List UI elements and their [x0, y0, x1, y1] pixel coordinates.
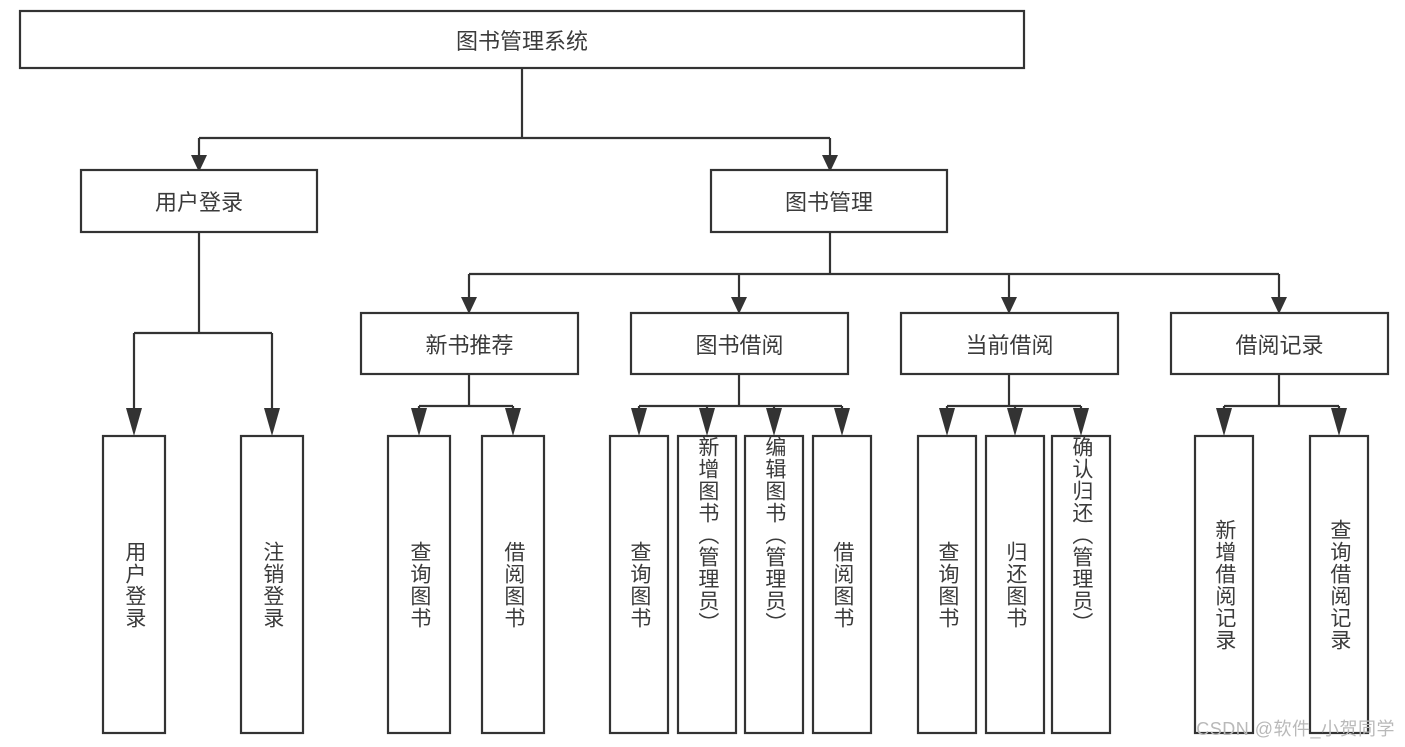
node-box-leaf-13[interactable] [1308, 434, 1370, 735]
node-box-leaf-7[interactable] [743, 434, 805, 735]
node-box-login[interactable] [79, 168, 319, 234]
node-box-leaf-8[interactable] [811, 434, 873, 735]
node-box-leaf-11[interactable] [1050, 434, 1112, 735]
node-box-leaf-12[interactable] [1193, 434, 1255, 735]
arrow-head-leaf-9 [939, 408, 955, 436]
arrow-head-leaf-7 [766, 408, 782, 436]
arrow-head-login [191, 155, 207, 172]
arrow-head-leaf-5 [631, 408, 647, 436]
node-box-leaf-3[interactable] [386, 434, 452, 735]
arrow-head-newbook [461, 297, 477, 314]
arrow-head-leaf-11 [1073, 408, 1089, 436]
node-box-current[interactable] [899, 311, 1120, 376]
node-box-root[interactable] [18, 9, 1026, 70]
arrow-head-leaf-2 [264, 408, 280, 436]
watermark-label: CSDN @软件_小贺同学 [1196, 719, 1395, 739]
node-box-borrow[interactable] [629, 311, 850, 376]
arrow-head-leaf-8 [834, 408, 850, 436]
node-box-leaf-9[interactable] [916, 434, 978, 735]
node-box-records[interactable] [1169, 311, 1390, 376]
arrow-head-leaf-4 [505, 408, 521, 436]
arrow-head-current [1001, 297, 1017, 314]
node-box-bookmgmt[interactable] [709, 168, 949, 234]
node-box-leaf-5[interactable] [608, 434, 670, 735]
arrow-head-leaf-13 [1331, 408, 1347, 436]
node-box-layer [18, 9, 1390, 735]
node-box-leaf-4[interactable] [480, 434, 546, 735]
arrow-head-leaf-6 [699, 408, 715, 436]
arrow-head-leaf-10 [1007, 408, 1023, 436]
node-box-leaf-2[interactable] [239, 434, 305, 735]
arrow-head-leaf-3 [411, 408, 427, 436]
arrow-head-records [1271, 297, 1287, 314]
arrow-head-leaf-1 [126, 408, 142, 436]
node-box-leaf-6[interactable] [676, 434, 738, 735]
arrow-head-bookmgmt [822, 155, 838, 172]
node-box-leaf-1[interactable] [101, 434, 167, 735]
arrow-head-leaf-12 [1216, 408, 1232, 436]
node-box-leaf-10[interactable] [984, 434, 1046, 735]
connector-layer [126, 68, 1347, 436]
node-box-newbook[interactable] [359, 311, 580, 376]
arrow-head-borrow [731, 297, 747, 314]
